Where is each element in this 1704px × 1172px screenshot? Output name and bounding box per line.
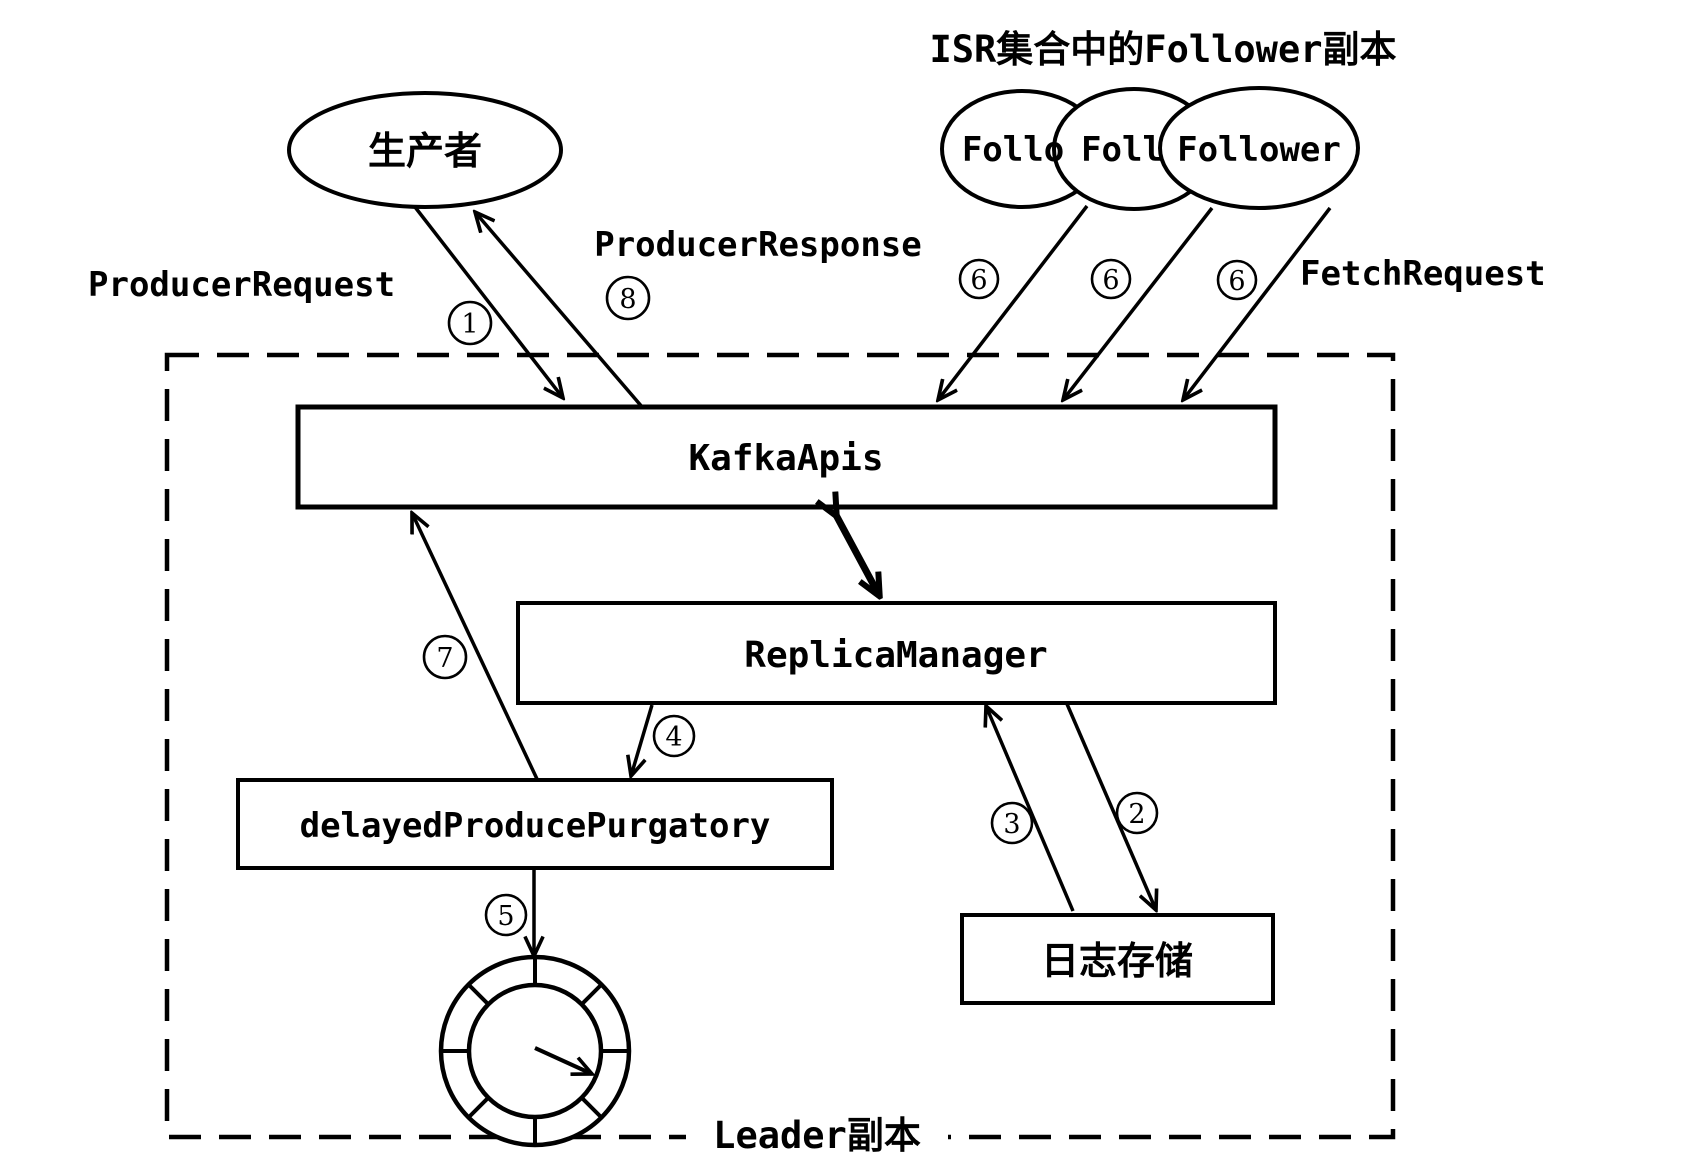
- step-badge-6a: 6: [958, 258, 1000, 300]
- producer-request-label: ProducerRequest: [88, 265, 395, 305]
- replica-manager-node: ReplicaManager: [516, 601, 1277, 705]
- timing-wheel-icon: [438, 954, 632, 1148]
- step-3-digit: 3: [1003, 809, 1020, 840]
- step-7-digit: 7: [436, 643, 453, 674]
- delayed-produce-purgatory-box: [236, 778, 834, 870]
- producer-response-label: ProducerResponse: [594, 225, 922, 265]
- step-8-digit: 8: [619, 284, 636, 315]
- kafka-apis-label: KafkaApis: [688, 438, 883, 479]
- kafka-apis-box: [295, 404, 1278, 510]
- isr-follower-group: Follo Foll Follower: [940, 86, 1360, 211]
- follower-2-label: Foll: [1081, 130, 1163, 170]
- step-badge-6c: 6: [1216, 259, 1258, 301]
- arrow-read-log: [986, 706, 1075, 912]
- arrow-purgatory-complete: [412, 513, 539, 780]
- follower-1-label: Follo: [962, 130, 1064, 170]
- arrow-fetch-request-1: [938, 204, 1089, 400]
- step-6b-digit: 6: [1102, 265, 1119, 296]
- arrow-write-log: [1065, 703, 1156, 910]
- log-storage-node: 日志存储: [960, 913, 1275, 1005]
- leader-replica-caption: Leader副本: [686, 1106, 948, 1162]
- fetch-request-label: FetchRequest: [1300, 254, 1546, 294]
- kafka-apis-node: KafkaApis: [295, 404, 1278, 510]
- clock-hand: [534, 1046, 592, 1074]
- step-5-digit: 5: [497, 901, 514, 932]
- producer-node: 生产者: [287, 91, 563, 209]
- delayed-produce-purgatory-node: delayedProducePurgatory: [236, 778, 834, 870]
- leader-replica-label: Leader副本: [713, 1114, 921, 1157]
- follower-ellipse-3: [1158, 86, 1360, 210]
- follower-3-label: Follower: [1177, 130, 1341, 170]
- producer-label: 生产者: [368, 128, 482, 173]
- arrow-producer-request: [413, 205, 563, 398]
- replica-manager-box: [516, 601, 1277, 705]
- replica-manager-label: ReplicaManager: [744, 635, 1047, 676]
- step-badge-7: 7: [422, 634, 468, 680]
- step-badge-8: 8: [605, 275, 651, 321]
- delayed-produce-purgatory-label: delayedProducePurgatory: [300, 806, 771, 846]
- arrow-to-purgatory: [631, 704, 654, 776]
- step-6a-digit: 6: [970, 265, 987, 296]
- step-badge-5: 5: [484, 893, 528, 937]
- producer-ellipse: [287, 91, 563, 209]
- arrow-fetch-request-3: [1183, 206, 1332, 400]
- step-badge-3: 3: [990, 801, 1034, 845]
- leader-caption-backing: [686, 1106, 948, 1162]
- arrow-producer-response: [475, 212, 645, 410]
- arrow-kafkaapis-replicamanager: [836, 515, 879, 595]
- log-storage-box: [960, 913, 1275, 1005]
- step-2-digit: 2: [1128, 799, 1145, 830]
- step-1-digit: 1: [461, 309, 478, 340]
- step-4-digit: 4: [665, 722, 682, 753]
- step-badge-4: 4: [652, 714, 696, 758]
- step-6c-digit: 6: [1228, 266, 1245, 297]
- arrow-fetch-request-2: [1063, 206, 1214, 400]
- step-badge-2: 2: [1115, 791, 1159, 835]
- step-badge-6b: 6: [1090, 258, 1132, 300]
- log-storage-label: 日志存储: [1041, 938, 1193, 983]
- isr-followers-title: ISR集合中的Follower副本: [929, 28, 1396, 71]
- step-badge-1: 1: [447, 300, 493, 346]
